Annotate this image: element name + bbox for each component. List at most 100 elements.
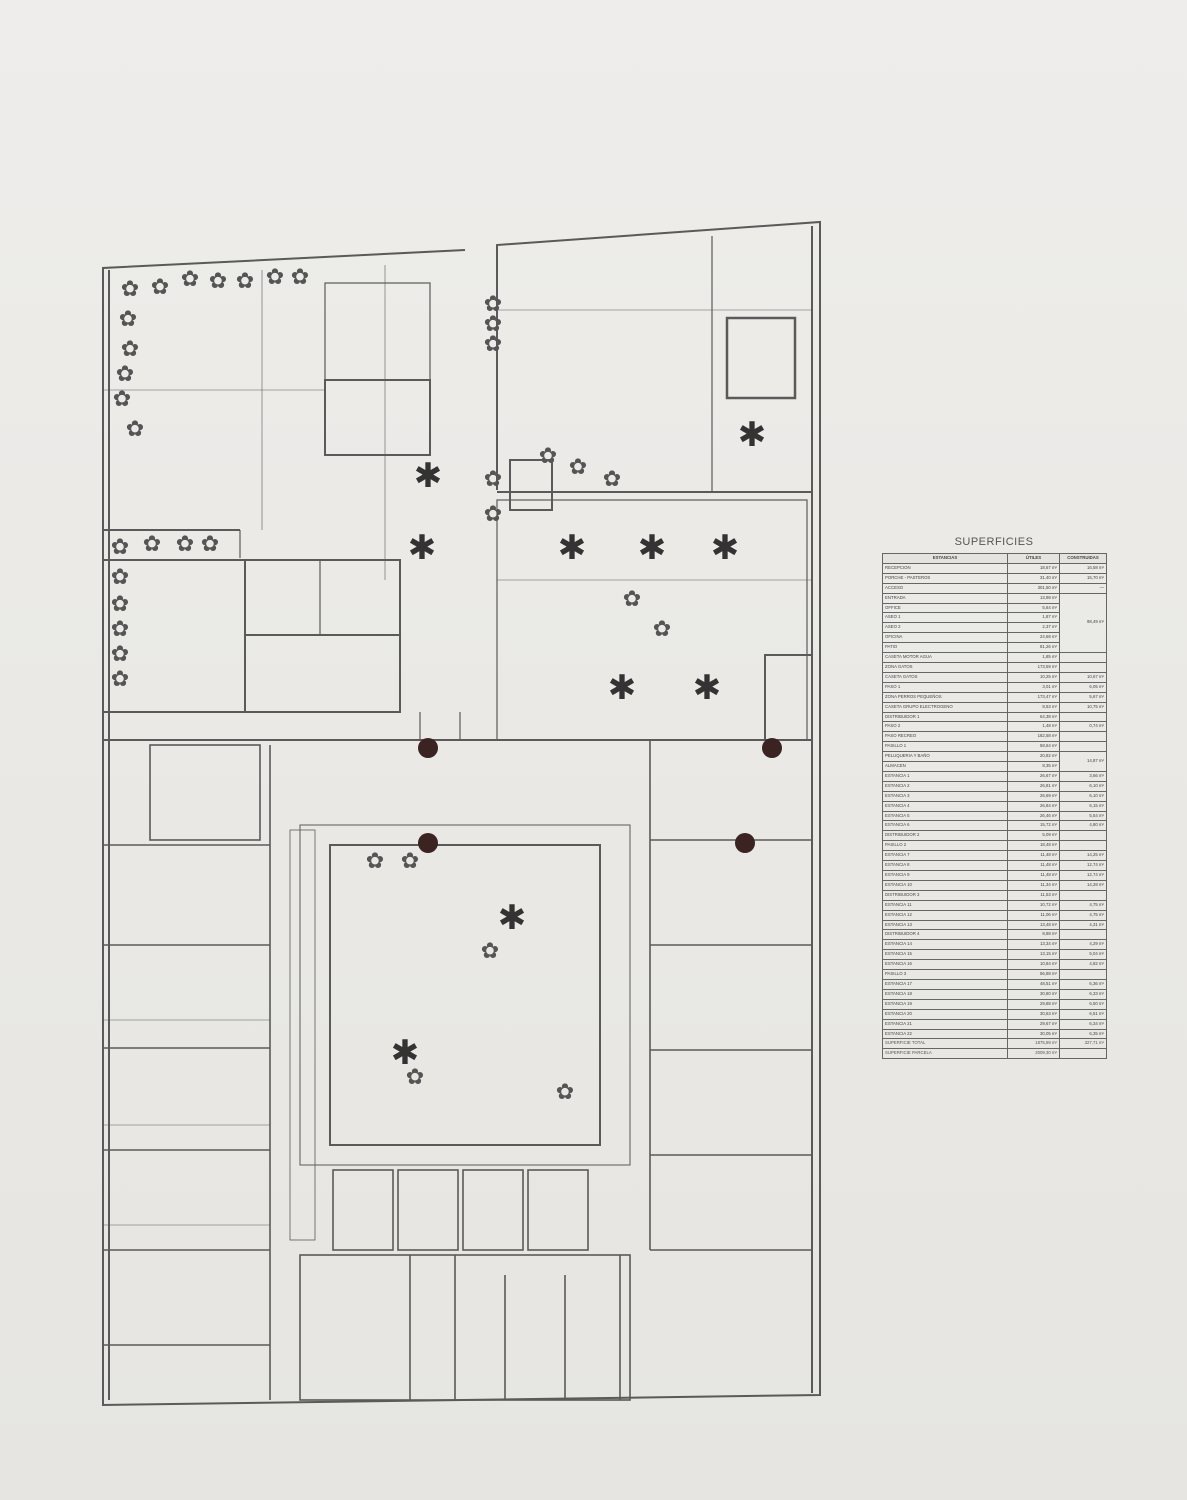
plants-layer: ✿✿✿✿✿✿✿✿✿✿✿✿✿✿✿✿✿✿✿✿✿✿✿✿✿✿✿✿✿✿✿✿✿✿✿✿✱✱✱✱… [111,264,766,1104]
room-name: CASETA MOTOR AGUA [882,652,1008,663]
room-name: ZONA PERROS PEQUEÑOS [882,691,1008,703]
useful-area: 182,58 m² [1007,731,1060,743]
header-construidas: CONSTRUIDAS [1059,553,1107,564]
room-name: PASILLO 1 [882,741,1008,753]
flower-plant-icon: ✿ [111,534,129,559]
room-name: ESTANCIA 4 [882,800,1008,812]
built-area [1059,711,1107,723]
room-name: ESTANCIA 7 [882,850,1008,862]
built-area: 6,34 m² [1059,1018,1107,1030]
built-area: 5,04 m² [1059,949,1107,961]
flower-plant-icon: ✿ [484,331,502,356]
room-name: OFFICE [882,602,1008,614]
useful-area: 13,15 m² [1007,949,1060,961]
palm-tree-icon: ✱ [498,899,527,937]
room-name: ESTANCIA 11 [882,899,1008,911]
built-area: 5,54 m² [1059,810,1107,822]
useful-area: 8,88 m² [1007,929,1060,941]
flower-plant-icon: ✿ [539,443,557,468]
room-name: ESTANCIA 8 [882,860,1008,871]
central-courtyard [289,824,631,1241]
useful-area: 11,48 m² [1007,850,1060,862]
useful-area: 2,37 m² [1007,622,1060,634]
top-right-zone [497,236,812,511]
flower-plant-icon: ✿ [266,264,284,289]
flower-plant-icon: ✿ [151,274,169,299]
built-area: 6,50 m² [1059,998,1107,1010]
header-utiles: ÚTILES [1007,553,1060,564]
room-name: DISTRIBUIDOR 3 [882,889,1008,901]
built-area [1059,731,1107,743]
useful-area: 81,26 m² [1007,642,1060,654]
built-area: 10,67 m² [1059,671,1107,683]
flower-plant-icon: ✿ [603,466,621,491]
built-area [1059,652,1107,663]
room-name: ESTANCIA 14 [882,939,1008,951]
useful-area: 11,53 m² [1007,889,1060,901]
useful-area: 26,46 m² [1007,810,1060,822]
built-area: 4,29 m² [1059,939,1107,951]
flower-plant-icon: ✿ [126,416,144,441]
room-name: ESTANCIA 3 [882,790,1008,802]
built-area: 6,05 m² [1059,681,1107,693]
flower-plant-icon: ✿ [119,306,137,331]
palm-tree-icon: ✱ [391,1034,420,1072]
useful-area: 10,84 m² [1007,959,1060,971]
column-marker [735,833,755,853]
superficies-title: SUPERFICIES [954,536,1034,548]
useful-area: 26,81 m² [1007,780,1060,792]
useful-area: 64,38 m² [1007,711,1060,723]
superficies-table-panel: SUPERFICIES ESTANCIAS ÚTILES CONSTRUIDAS… [882,536,1107,1060]
room-name: ESTANCIA 16 [882,959,1008,971]
flower-plant-icon: ✿ [121,276,139,301]
room-name: PASO 2 [882,721,1008,733]
palm-tree-icon: ✱ [738,416,767,454]
room-name: ESTANCIA 17 [882,978,1008,990]
built-area: 4,82 m² [1059,959,1107,971]
built-area: 4,75 m² [1059,909,1107,921]
room-name: PASILLO 2 [882,840,1008,852]
bottom-rooms [299,1169,631,1401]
room-name: ESTANCIA 18 [882,988,1008,1000]
useful-area: 10,25 m² [1007,671,1060,683]
useful-area: 11,48 m² [1007,860,1060,871]
built-area: 12,74 m² [1059,870,1107,881]
room-name: ZONA GATOS [882,661,1008,673]
useful-area: 18,67 m² [1007,562,1060,574]
flower-plant-icon: ✿ [113,386,131,411]
room-name: CASETA GATOS [882,671,1008,683]
palm-tree-icon: ✱ [608,669,637,707]
palm-tree-icon: ✱ [693,669,722,707]
flower-plant-icon: ✿ [569,454,587,479]
useful-area: 13,34 m² [1007,939,1060,951]
useful-area: 8,53 m² [1007,701,1060,713]
flower-plant-icon: ✿ [484,466,502,491]
palm-tree-icon: ✱ [414,457,443,495]
useful-area: 1,85 m² [1007,652,1060,663]
useful-area: 15,72 m² [1007,820,1060,832]
column-marker [418,833,438,853]
flower-plant-icon: ✿ [481,938,499,963]
built-area: 4,31 m² [1059,919,1107,931]
useful-area: 3,01 m² [1007,681,1060,693]
built-area: 327,71 m² [1059,1038,1107,1050]
